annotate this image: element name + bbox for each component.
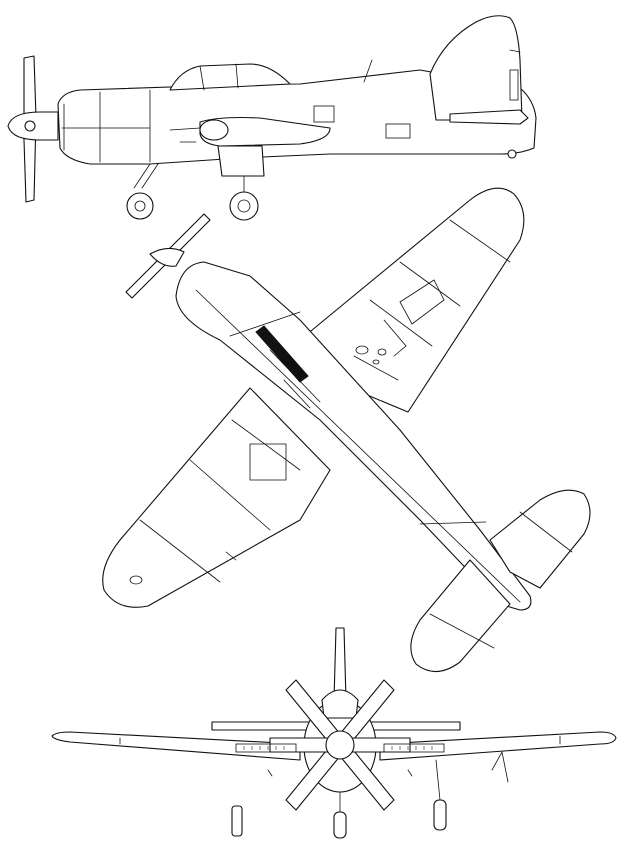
front-main-wheel — [433, 799, 447, 831]
front-canopy — [321, 689, 359, 719]
side-vertical-tail — [429, 15, 523, 121]
top-view — [102, 187, 591, 673]
side-fuselage — [57, 69, 537, 165]
side-nose-gear-strut — [133, 163, 151, 189]
top-right-wing — [299, 187, 525, 413]
front-spare-wheel — [231, 805, 243, 837]
front-wing-right — [379, 731, 617, 761]
antenna-mast — [363, 59, 373, 83]
top-left-wing — [102, 387, 331, 608]
side-tail-wheel — [507, 149, 517, 159]
side-horizontal-tail — [449, 109, 529, 125]
spinner-hub — [24, 120, 36, 132]
top-tail-right — [489, 489, 591, 589]
front-view — [51, 627, 617, 839]
side-main-wheel — [229, 191, 259, 221]
side-wing-root — [199, 116, 331, 147]
front-nose-wheel — [333, 811, 347, 839]
side-view — [7, 15, 537, 221]
front-gear-door — [491, 750, 509, 783]
side-nacelle — [217, 145, 265, 177]
front-spinner — [325, 730, 355, 760]
front-wing-left — [51, 731, 301, 761]
side-nose-wheel — [126, 192, 154, 220]
side-canopy — [169, 63, 291, 91]
front-main-gear-strut — [435, 759, 441, 801]
front-vertical-tail — [333, 627, 347, 701]
top-canopy-frame — [255, 325, 309, 383]
top-tail-left — [410, 559, 511, 673]
